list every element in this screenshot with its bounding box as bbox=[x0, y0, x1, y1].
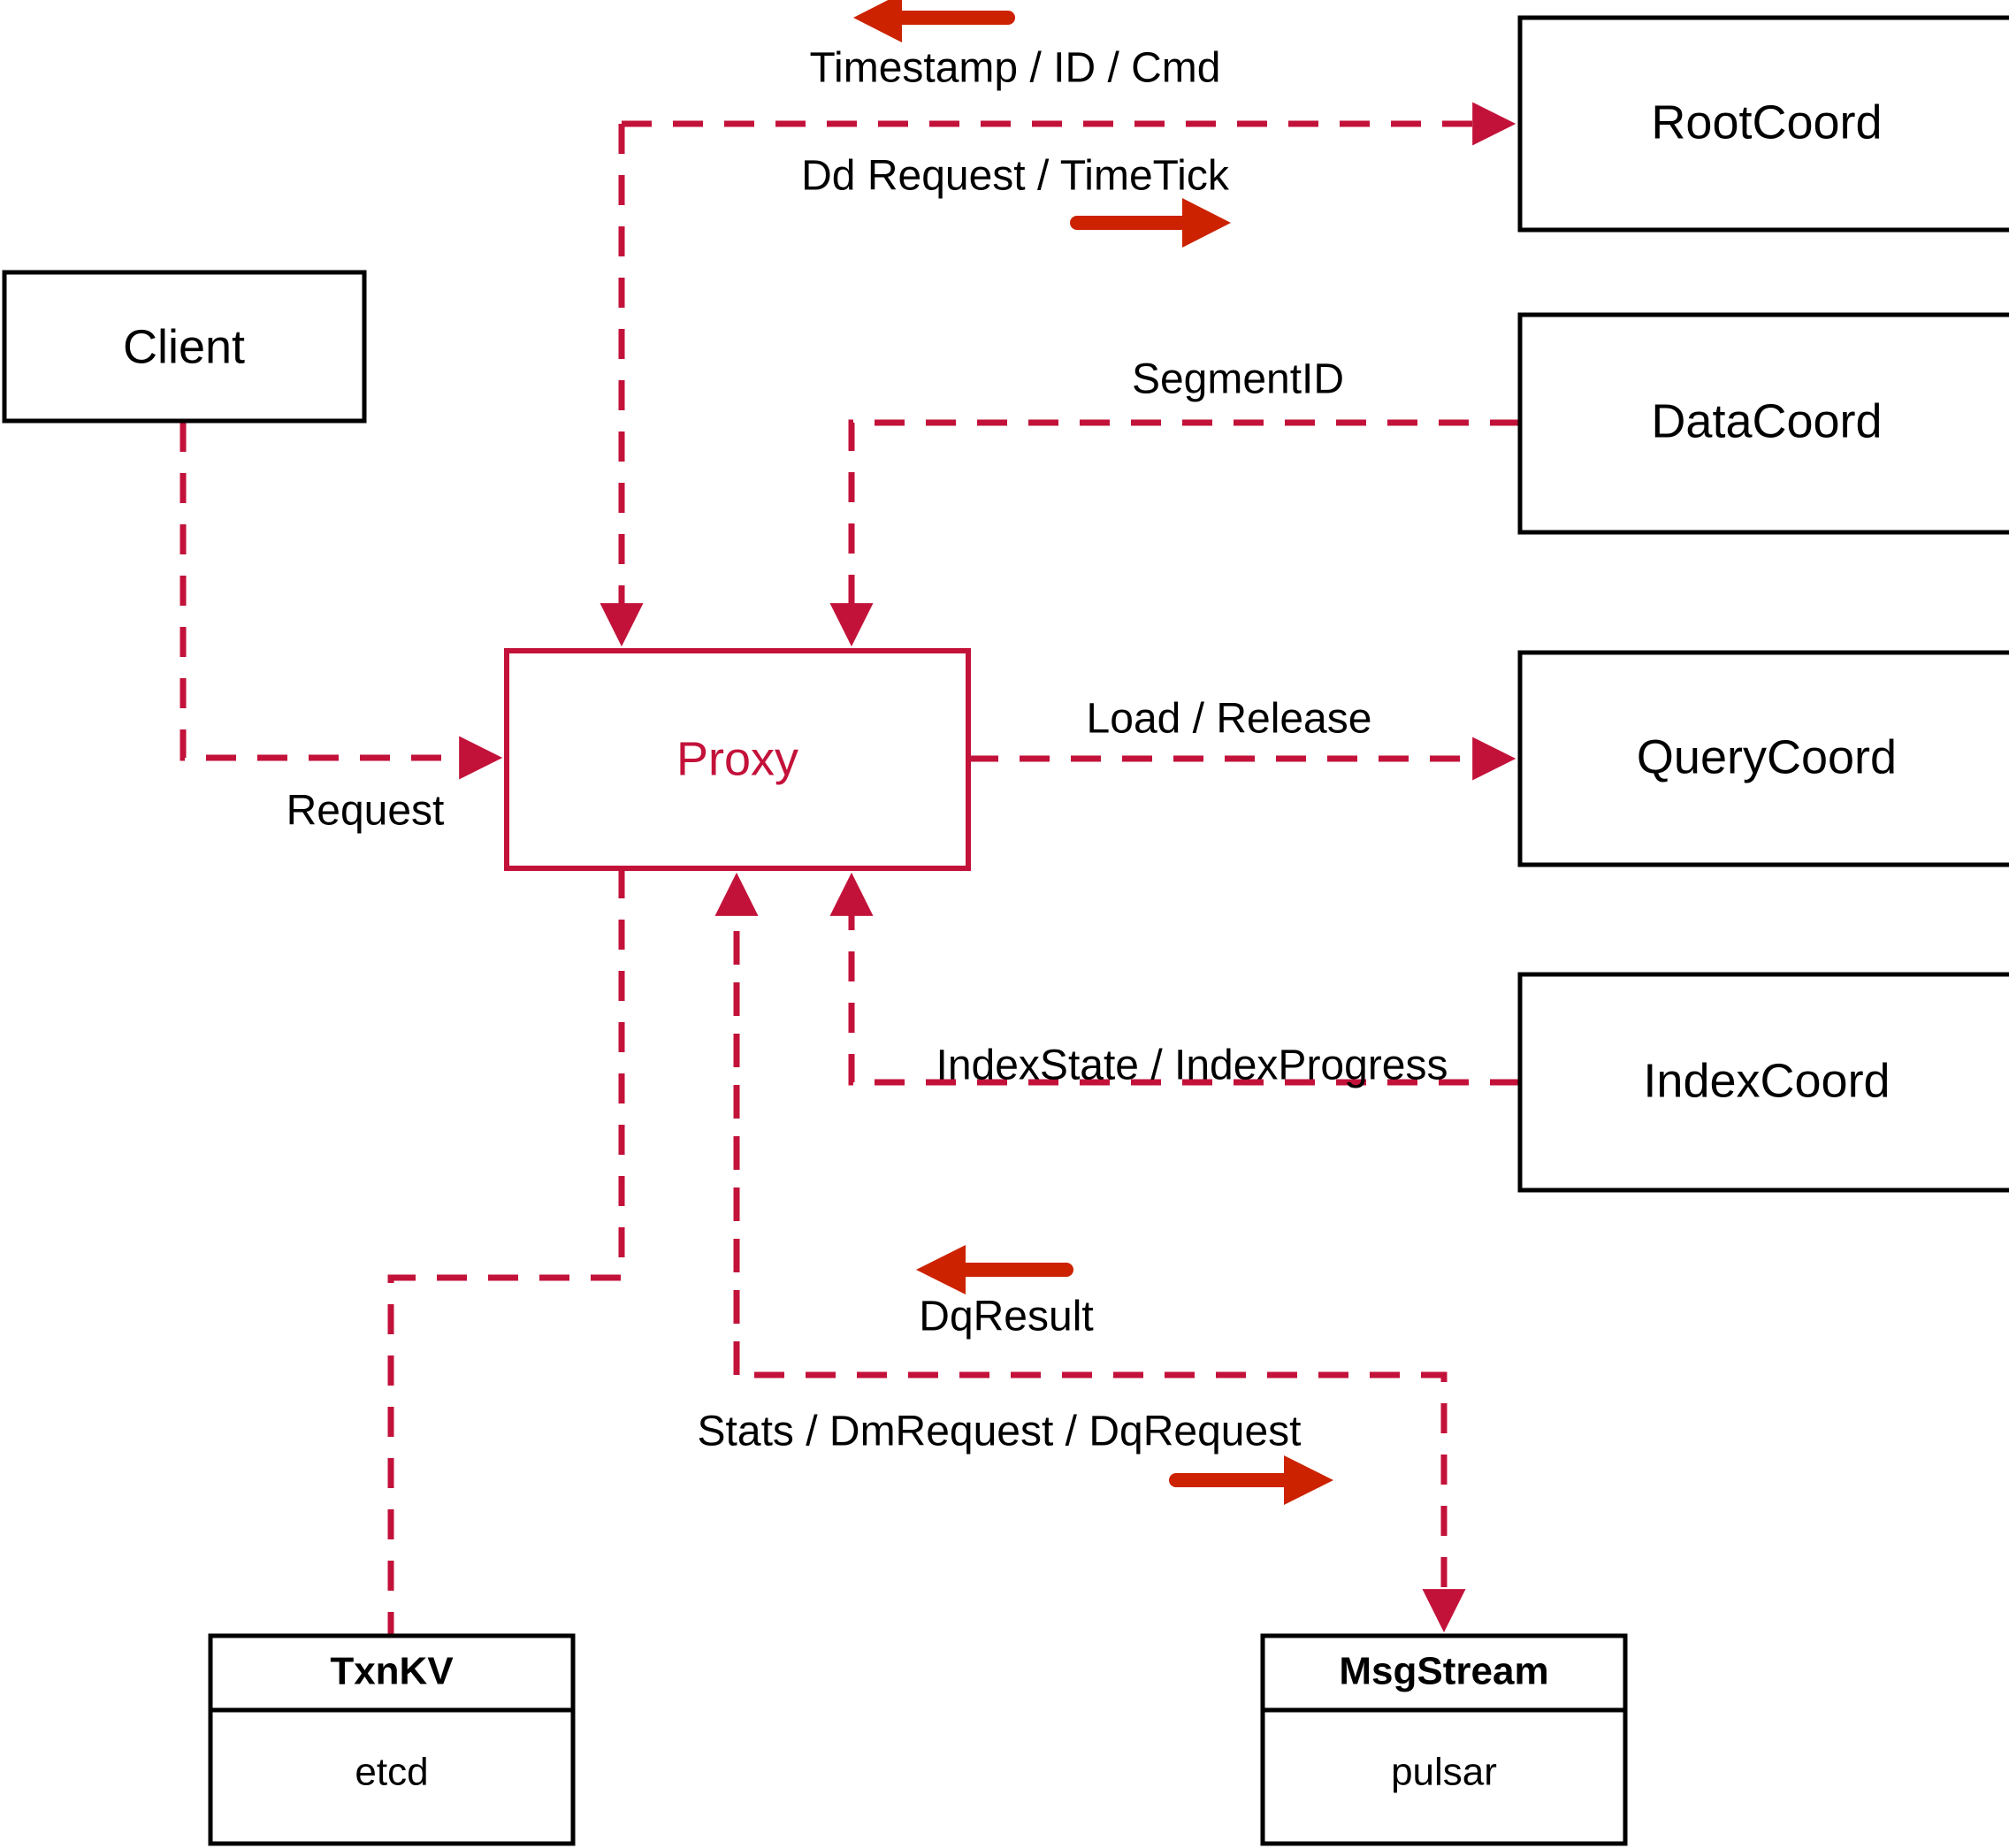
edge-proxy-to-txnkv bbox=[387, 868, 625, 1636]
txnkv-impl: etcd bbox=[355, 1751, 428, 1794]
rootcoord-label: RootCoord bbox=[1651, 95, 1882, 149]
querycoord-label: QueryCoord bbox=[1637, 730, 1897, 783]
edge-indexcoord-to-proxy bbox=[829, 872, 1520, 1086]
txnkv-box bbox=[208, 1633, 576, 1846]
label-request: Request bbox=[286, 788, 445, 835]
datacoord-label: DataCoord bbox=[1651, 394, 1882, 447]
proxy-label: Proxy bbox=[676, 732, 798, 785]
node-msgstream[interactable]: MsgStream pulsar bbox=[1260, 1633, 1628, 1846]
direction-arrow-rootcoord-in bbox=[1070, 198, 1231, 248]
datacoord-box bbox=[1517, 312, 2009, 535]
node-rootcoord[interactable]: RootCoord bbox=[1517, 15, 2009, 233]
label-stats-dmrequest-dqrequest: Stats / DmRequest / DqRequest bbox=[698, 1409, 1302, 1455]
node-client[interactable]: Client bbox=[2, 270, 367, 424]
indexcoord-label: IndexCoord bbox=[1643, 1054, 1890, 1107]
msgstream-impl: pulsar bbox=[1391, 1751, 1497, 1794]
node-proxy[interactable]: Proxy bbox=[504, 648, 971, 871]
label-timestamp-id-cmd: Timestamp / ID / Cmd bbox=[810, 45, 1221, 92]
edge-proxy-msgstream bbox=[733, 880, 1466, 1633]
client-box bbox=[2, 270, 367, 424]
proxy-box bbox=[504, 648, 971, 871]
rootcoord-box bbox=[1517, 15, 2009, 233]
msgstream-title: MsgStream bbox=[1339, 1650, 1548, 1693]
label-indexstate-indexprogress: IndexState / IndexProgress bbox=[936, 1042, 1448, 1089]
label-dqresult: DqResult bbox=[919, 1294, 1093, 1340]
node-querycoord[interactable]: QueryCoord bbox=[1517, 650, 2009, 867]
direction-arrow-stats-dm-dq bbox=[1169, 1455, 1333, 1505]
node-txnkv[interactable]: TxnKV etcd bbox=[208, 1633, 576, 1846]
label-load-release: Load / Release bbox=[1087, 696, 1372, 743]
txnkv-title: TxnKV bbox=[330, 1650, 454, 1693]
edge-datacoord-to-proxy bbox=[829, 419, 1520, 647]
node-datacoord[interactable]: DataCoord bbox=[1517, 312, 2009, 535]
msgstream-box bbox=[1260, 1633, 1628, 1846]
indexcoord-box bbox=[1517, 972, 2009, 1193]
label-segmentid: SegmentID bbox=[1132, 356, 1344, 403]
node-indexcoord[interactable]: IndexCoord bbox=[1517, 972, 2009, 1193]
direction-arrow-dqresult bbox=[916, 1245, 1073, 1294]
edge-client-request bbox=[180, 422, 503, 780]
direction-arrow-rootcoord-out bbox=[853, 0, 1015, 42]
label-dd-request-timetick: Dd Request / TimeTick bbox=[801, 153, 1230, 200]
querycoord-box bbox=[1517, 650, 2009, 867]
client-label: Client bbox=[123, 320, 245, 373]
